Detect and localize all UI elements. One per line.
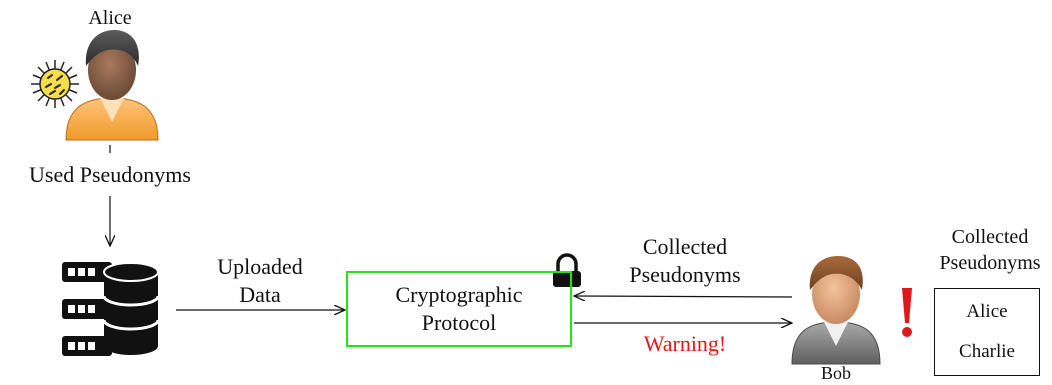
bob-name: Bob [820,363,851,383]
alice-name: Alice [88,7,132,29]
collected-pseudonyms-arrow-label: Collected Pseudonyms [600,233,770,289]
uploaded-label-line2: Data [239,282,281,307]
list-item: Alice [966,301,1008,322]
collected-list-title: Collected Pseudonyms [930,224,1050,276]
uploaded-data-label: Uploaded Data [200,253,320,309]
exclamation-icon [902,288,912,337]
virus-icon [31,60,79,108]
warning-label: Warning! [643,331,727,356]
uploaded-label-line1: Uploaded [217,254,303,279]
arrow-collected-pseudonyms [574,296,793,297]
cryptographic-protocol-box: Cryptographic Protocol [346,271,572,347]
collected-label-line2: Pseudonyms [629,262,741,287]
used-pseudonyms-label: Used Pseudonyms [29,162,191,187]
database-server-icon [62,262,160,356]
collected-pseudonyms-list: Alice Charlie [934,288,1040,376]
protocol-line1: Cryptographic [395,282,523,307]
lock-icon [553,253,581,287]
bob-user-icon [791,256,881,365]
list-item: Charlie [959,341,1015,362]
collected-list-title-line1: Collected [951,226,1029,248]
collected-list-title-line2: Pseudonyms [939,252,1041,274]
collected-label-line1: Collected [642,234,728,259]
protocol-line2: Protocol [421,310,497,335]
alice-user-icon [65,30,159,141]
